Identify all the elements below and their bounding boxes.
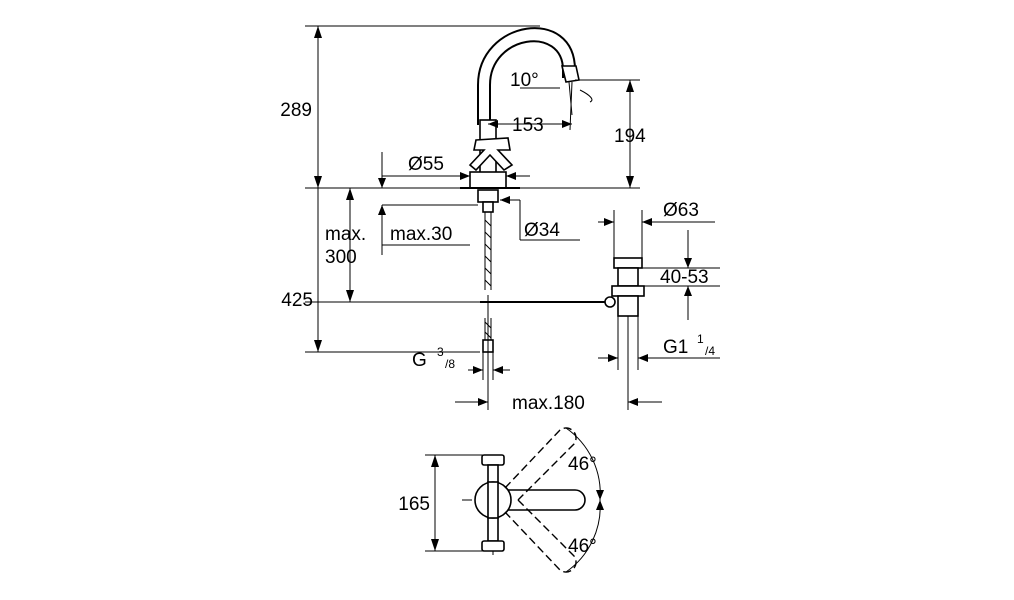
shank-nut: [477, 189, 499, 203]
dim-max-label: max.: [325, 224, 366, 245]
waste-nut: [611, 285, 645, 297]
dim-angle-10: 10°: [510, 70, 539, 91]
spout-outer: [477, 27, 576, 125]
dim-425: 425: [281, 290, 313, 311]
front-dimensions: 289 10° 153 194 Ø55 Ø34 max.30: [280, 25, 720, 414]
dim-165: 165: [398, 494, 430, 515]
dim-153: 153: [512, 115, 544, 136]
spout-inner: [489, 40, 564, 125]
dim-angle-46-bottom: 46°: [568, 536, 597, 557]
spout-rotated-top: [504, 427, 577, 501]
dim-194: 194: [614, 126, 646, 147]
shank: [482, 201, 494, 213]
dim-40-53: 40-53: [660, 267, 709, 288]
dim-diameter-63: Ø63: [663, 200, 699, 221]
waste-flange: [613, 257, 643, 269]
dim-angle-46-top: 46°: [568, 454, 597, 475]
dim-289: 289: [280, 100, 312, 121]
waste-valve: [604, 257, 645, 317]
hose-lower: [484, 318, 492, 340]
dim-g1: G1: [663, 337, 688, 358]
waste-body-upper: [617, 267, 639, 287]
handle-arm-bottom: [481, 540, 505, 552]
cross-handle: [468, 137, 514, 172]
dim-max-30: max.30: [390, 224, 452, 245]
dim-diameter-34: Ø34: [524, 220, 560, 241]
hose: [484, 212, 492, 290]
spout-plan: [504, 489, 586, 511]
handle-arm-top: [481, 454, 505, 466]
hose-braid: [484, 219, 492, 287]
faucet-plan-view: 46° 46° 165: [398, 427, 604, 573]
waste-body-lower: [617, 295, 639, 317]
dim-g-frac-num: 3: [437, 345, 444, 359]
dim-g: G: [412, 350, 427, 371]
dim-diameter-55: Ø55: [408, 154, 444, 175]
dim-g1-frac-den: /4: [705, 344, 715, 358]
dim-300: 300: [325, 247, 357, 268]
faucet-base: [469, 171, 507, 189]
dim-g1-frac-num: 1: [697, 332, 704, 346]
dim-g-frac-den: /8: [445, 357, 455, 371]
rod-joint: [604, 296, 616, 308]
dim-max-180: max.180: [512, 393, 585, 414]
